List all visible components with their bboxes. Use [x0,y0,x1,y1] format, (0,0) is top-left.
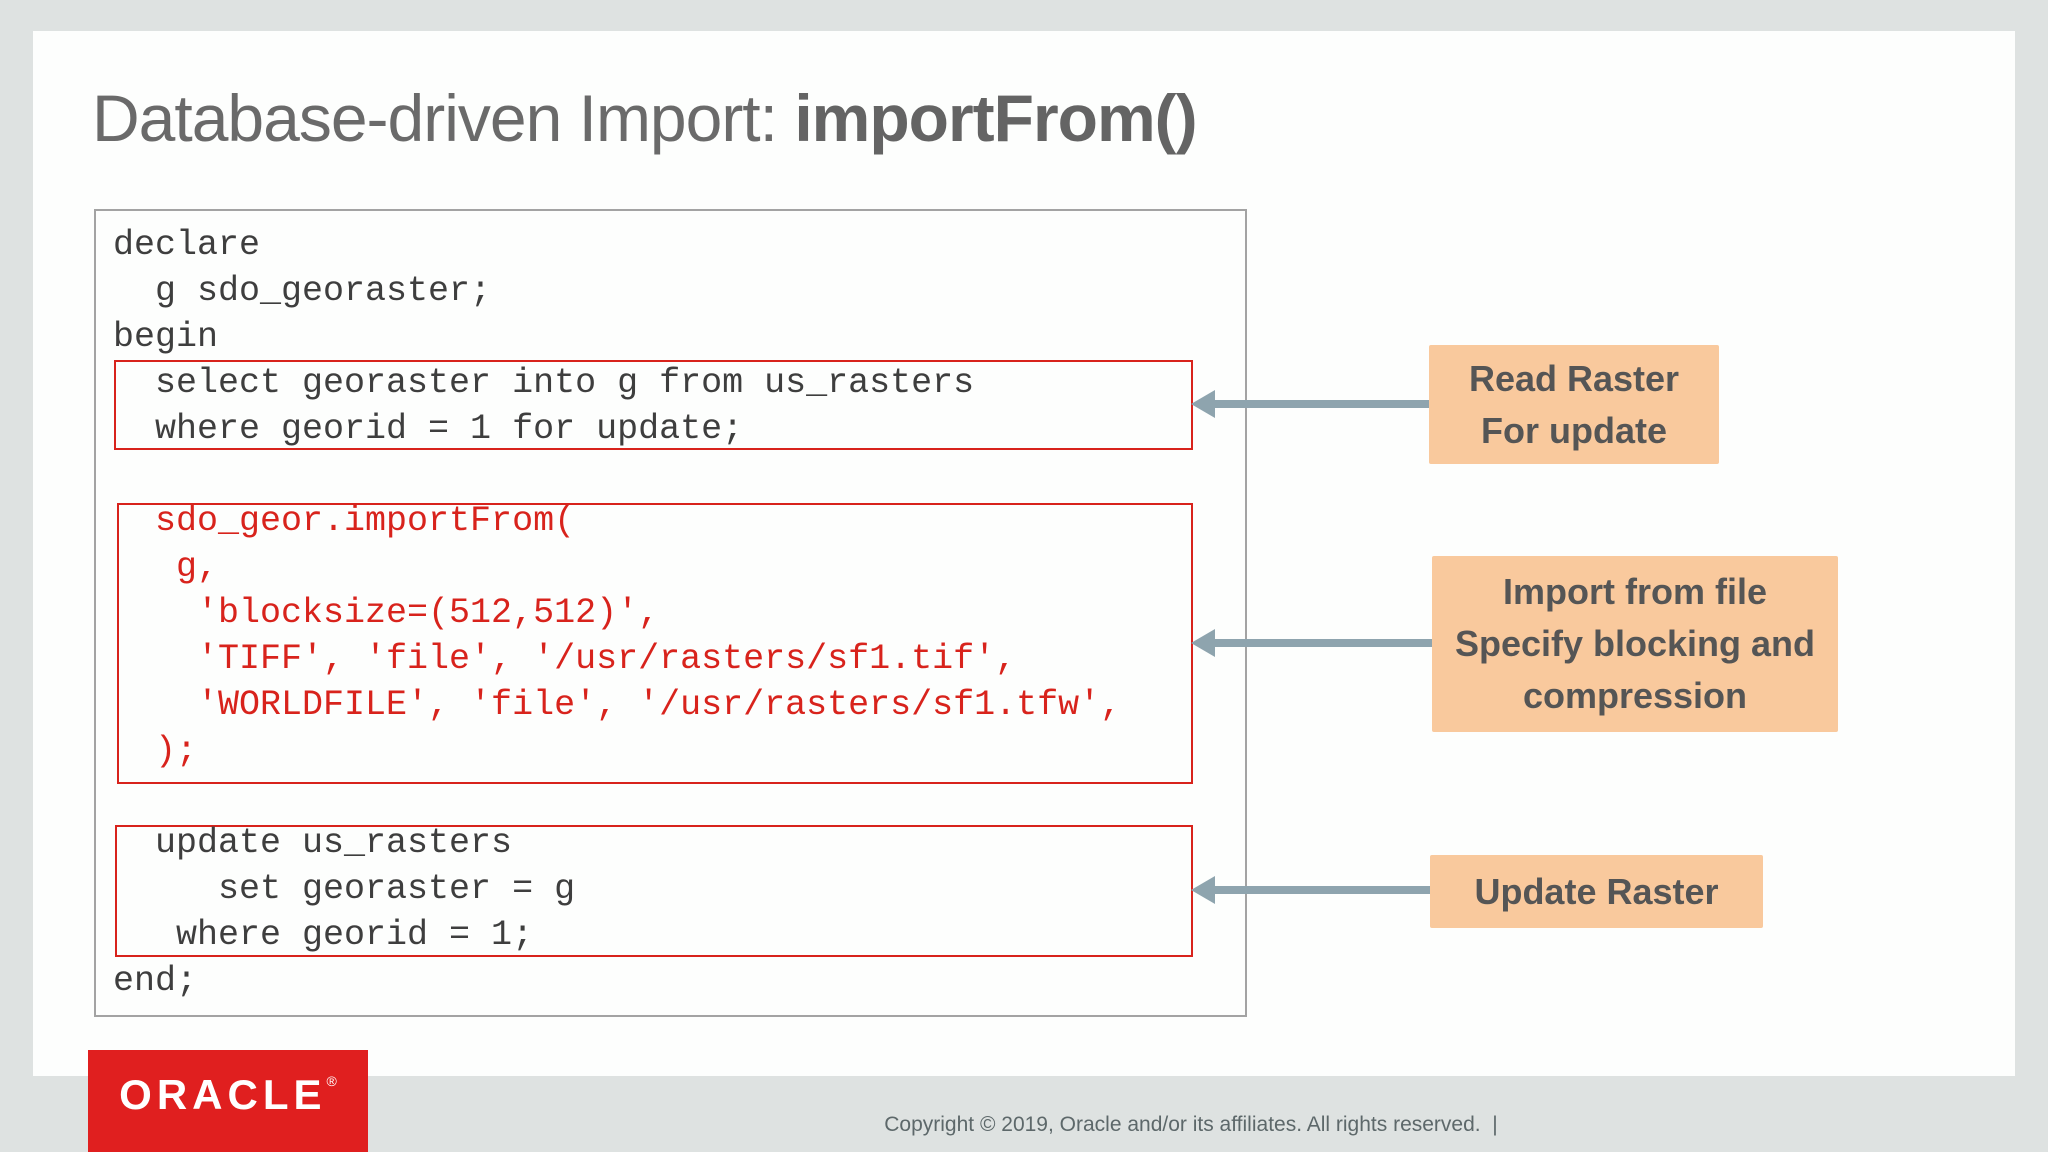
connector-arrow-read-icon [1191,390,1433,418]
code-line: update us_rasters [113,823,513,863]
code-line: g sdo_georaster; [113,271,492,311]
oracle-logo: ORACLE® [88,1050,368,1152]
code-line [96,774,1245,820]
callout-line: compression [1522,675,1748,716]
arrow-shaft [1209,886,1433,894]
code-line: ); [113,731,198,771]
connector-arrow-update-icon [1191,876,1433,904]
code-line: set georaster = g [113,869,576,909]
code-listing: declare g sdo_georaster; begin select ge… [96,222,1245,1004]
code-line: where georid = 1 for update; [113,409,744,449]
code-line [96,452,1245,498]
page-title-bold: importFrom() [794,81,1197,155]
callout-line: Update Raster [1474,870,1719,912]
callout-line: Read Raster [1468,357,1680,399]
callout-import-from-file: Import from file Specify blocking and co… [1432,556,1838,732]
code-block: declare g sdo_georaster; begin select ge… [94,209,1247,1017]
code-line: select georaster into g from us_rasters [113,363,975,403]
slide-canvas: Database-driven Import: importFrom() dec… [33,31,2015,1076]
callout-line: For update [1481,409,1667,451]
page-title: Database-driven Import: importFrom() [92,73,1198,163]
code-line: declare [113,225,261,265]
code-line: sdo_geor.importFrom( [113,501,576,541]
connector-arrow-import-icon [1191,629,1433,657]
code-line: 'blocksize=(512,512)', [113,593,660,633]
registered-trademark-icon: ® [326,1073,337,1089]
code-line: where georid = 1; [113,915,534,955]
arrow-left-head-icon [1191,629,1215,657]
arrow-left-head-icon [1191,390,1215,418]
code-line: 'TIFF', 'file', '/usr/rasters/sf1.tif', [113,639,1017,679]
callout-line: Import from file [1502,571,1767,612]
page-title-regular: Database-driven Import: [92,81,795,155]
callout-line: Specify blocking and [1454,623,1816,664]
copyright-text: Copyright © 2019, Oracle and/or its affi… [884,1113,1498,1136]
arrow-left-head-icon [1191,876,1215,904]
code-line: end; [113,961,198,1001]
callout-update-raster: Update Raster [1430,855,1763,928]
arrow-shaft [1209,639,1433,647]
code-line: g, [113,547,219,587]
code-line: begin [113,317,219,357]
callout-read-raster: Read Raster For update [1429,345,1719,464]
code-line: 'WORLDFILE', 'file', '/usr/rasters/sf1.t… [113,685,1122,725]
arrow-shaft [1209,400,1433,408]
oracle-logo-wordmark: ORACLE [119,1071,327,1118]
